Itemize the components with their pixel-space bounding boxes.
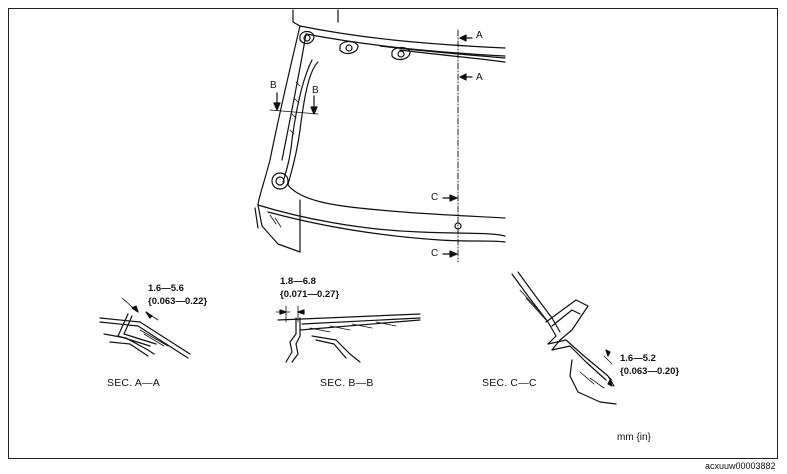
section-c-arrows	[442, 194, 458, 258]
figure-code: acxuuw00003882	[705, 461, 776, 471]
units-note: mm {in}	[617, 432, 651, 443]
section-b-caption: SEC. B—B	[320, 377, 374, 389]
section-a-dimension-in: {0.063—0.22}	[148, 296, 208, 307]
section-b-dimension-mm: 1.8—6.8	[280, 276, 316, 287]
section-a-label-top: A	[476, 30, 483, 41]
section-a-dimension-mm: 1.6—5.6	[148, 283, 184, 294]
figure-frame	[8, 8, 778, 459]
section-b-dimension-in: {0.071—0.27}	[280, 289, 340, 300]
section-c-dimension-mm: 1.6—5.2	[620, 353, 656, 364]
section-a-label-bottom: A	[476, 72, 483, 83]
section-c-label-top: C	[431, 192, 439, 203]
section-a-arrows	[459, 34, 473, 81]
section-a-caption: SEC. A—A	[107, 377, 160, 389]
section-b-label-left: B	[270, 80, 277, 91]
section-a-detail	[99, 297, 191, 359]
section-b-label-right: B	[312, 85, 319, 96]
section-c-caption: SEC. C—C	[482, 377, 537, 389]
section-b-detail	[275, 305, 421, 363]
section-c-detail	[511, 271, 617, 405]
section-b-arrows	[269, 92, 319, 115]
vehicle-body-outline	[254, 9, 506, 263]
section-c-dimension-in: {0.063—0.20}	[620, 366, 680, 377]
section-c-label-bottom: C	[431, 248, 439, 259]
